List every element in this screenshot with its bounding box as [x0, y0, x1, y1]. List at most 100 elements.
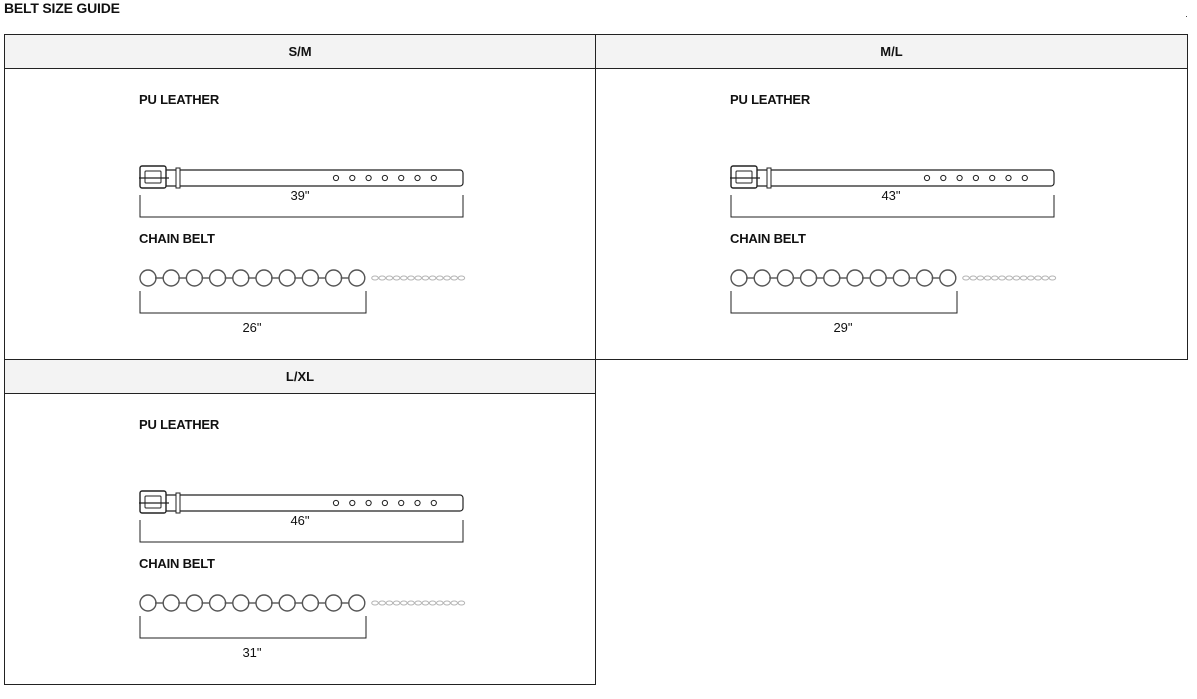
belt-hole — [972, 174, 979, 182]
belt-hole — [332, 174, 340, 182]
belt-hole — [398, 174, 405, 182]
belt-hole — [430, 499, 437, 507]
size-header: S/M — [5, 35, 595, 69]
chain-tail-link — [450, 275, 459, 281]
chain-ring — [869, 269, 887, 287]
chain-ring — [301, 594, 320, 612]
pu-leather-length: 39" — [290, 188, 310, 203]
belt-buckle-inner — [735, 170, 753, 184]
chain-tail-link — [443, 275, 451, 281]
page-title: BELT SIZE GUIDE — [4, 0, 120, 16]
belt-hole — [349, 174, 356, 182]
measurement-bracket-icon — [139, 520, 464, 543]
belt-hole — [381, 174, 388, 182]
chain-tail-link — [1034, 275, 1042, 281]
chain-tail-link — [976, 275, 985, 281]
chain-ring — [162, 594, 180, 612]
belt-hole — [414, 499, 421, 507]
chain-tail-link — [428, 275, 437, 281]
chain-ring — [823, 269, 841, 287]
chain-ring — [208, 269, 227, 287]
chain-tail-link — [991, 275, 999, 281]
belt-keeper — [175, 167, 181, 189]
chain-ring — [162, 269, 180, 287]
chain-tail-link — [457, 600, 466, 606]
chain-ring — [139, 269, 157, 287]
chain-ring — [139, 594, 157, 612]
measurement-bracket-icon — [730, 291, 958, 314]
chain-tail-link — [392, 275, 401, 281]
chain-tail-link — [421, 275, 430, 281]
pu-leather-label: PU LEATHER — [139, 92, 220, 107]
belt-buckle-inner — [144, 170, 162, 184]
chain-tail-link — [385, 600, 394, 606]
chain-ring — [753, 269, 771, 287]
measurement-bracket-icon — [730, 195, 1055, 218]
belt-hole — [365, 499, 372, 507]
size-card-lxl: L/XL PU LEATHER 46" CHAIN BELT 31" — [4, 359, 596, 685]
chain-ring — [799, 269, 818, 287]
chain-belt-length: 31" — [242, 645, 262, 660]
chain-tail-link — [392, 600, 401, 606]
belt-hole — [381, 499, 388, 507]
belt-hole — [332, 499, 340, 507]
belt-hole — [430, 174, 437, 182]
corner-dot — [1186, 16, 1187, 17]
belt-hole — [414, 174, 421, 182]
leather-belt-icon — [139, 490, 464, 543]
chain-belt-label: CHAIN BELT — [730, 231, 806, 246]
chain-tail-link — [1027, 275, 1035, 281]
pu-leather-length: 43" — [881, 188, 901, 203]
chain-belt-icon — [730, 269, 1057, 314]
chain-tail-link — [407, 600, 415, 606]
chain-tail-link — [962, 275, 970, 281]
chain-belt-label: CHAIN BELT — [139, 231, 215, 246]
belt-hole — [989, 174, 996, 182]
chain-tail-link — [407, 275, 415, 281]
chain-tail-link — [450, 600, 459, 606]
belt-buckle-inner — [144, 495, 162, 509]
chain-ring — [185, 594, 204, 612]
belt-hole — [398, 499, 405, 507]
chain-tail-link — [998, 275, 1006, 281]
chain-belt-length: 29" — [833, 320, 853, 335]
belt-hole — [349, 499, 356, 507]
pu-leather-label: PU LEATHER — [730, 92, 811, 107]
chain-ring — [232, 269, 250, 287]
chain-ring — [255, 269, 273, 287]
chain-belt-label: CHAIN BELT — [139, 556, 215, 571]
chain-ring — [730, 269, 748, 287]
chain-ring — [185, 269, 204, 287]
chain-ring — [915, 269, 934, 287]
belt-keeper — [175, 492, 181, 514]
belt-hole — [923, 174, 931, 182]
chain-ring — [846, 269, 864, 287]
chain-tail-link — [428, 600, 437, 606]
chain-tail-link — [371, 275, 379, 281]
pu-leather-length: 46" — [290, 513, 310, 528]
chain-ring — [324, 269, 343, 287]
belt-keeper — [766, 167, 772, 189]
chain-tail-link — [969, 275, 977, 281]
chain-tail-link — [385, 275, 394, 281]
chain-tail-link — [1005, 275, 1014, 281]
belt-hole — [1005, 174, 1012, 182]
chain-tail-link — [436, 600, 444, 606]
chain-tail-link — [378, 275, 386, 281]
chain-tail-link — [400, 275, 408, 281]
chain-belt-icon — [139, 594, 466, 639]
size-header: L/XL — [5, 360, 595, 394]
chain-ring — [255, 594, 273, 612]
chain-ring — [208, 594, 227, 612]
chain-tail-link — [443, 600, 451, 606]
chain-tail-link — [983, 275, 992, 281]
belt-hole — [940, 174, 947, 182]
measurement-bracket-icon — [139, 616, 367, 639]
chain-tail-link — [371, 600, 379, 606]
chain-tail-link — [378, 600, 386, 606]
leather-belt-icon — [139, 165, 464, 218]
chain-ring — [348, 594, 366, 612]
chain-belt-icon — [139, 269, 466, 314]
chain-tail-link — [414, 600, 423, 606]
chain-tail-link — [1048, 275, 1057, 281]
